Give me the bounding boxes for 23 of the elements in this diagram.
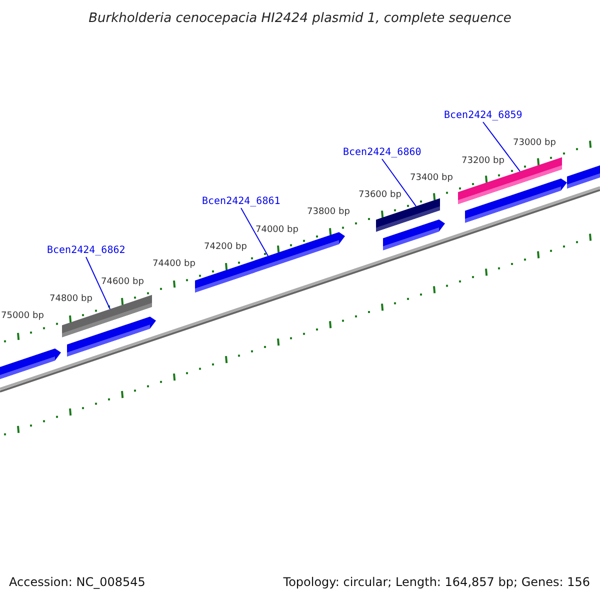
leader-line: [240, 208, 268, 256]
tick-label: 74400 bp: [152, 260, 196, 270]
gene-label: Bcen2424_6862: [47, 246, 126, 256]
tick-label: 73000 bp: [513, 139, 556, 148]
gene-label: Bcen2424_6860: [343, 148, 422, 158]
tick-label: 74600 bp: [101, 278, 144, 287]
tick-label: 74000 bp: [256, 226, 298, 235]
tick-label: 73400 bp: [410, 174, 453, 183]
accession-note: Accession: NC_008545: [9, 576, 146, 588]
gene-label: Bcen2424_6861: [202, 197, 280, 207]
diagram-title: Burkholderia cenocepacia HI2424 plasmid 1, complete sequence: [88, 12, 512, 25]
tick-label: 74200 bp: [204, 243, 247, 252]
tick-label: 75000 bp: [1, 312, 44, 322]
tick-label: 74800 bp: [50, 294, 92, 304]
gene-label: Bcen2424_6859: [444, 111, 522, 121]
sequence-stats-note: Topology: circular; Length: 164,857 bp; Genes: 156: [283, 576, 590, 588]
gene-feature: [195, 232, 345, 292]
leader-line: [86, 256, 110, 310]
leader-line: [382, 158, 416, 207]
tick-label: 73200 bp: [462, 156, 504, 166]
tick-label: 73800 bp: [307, 208, 350, 218]
tick-label: 73600 bp: [358, 191, 402, 200]
leader-line: [482, 122, 520, 172]
